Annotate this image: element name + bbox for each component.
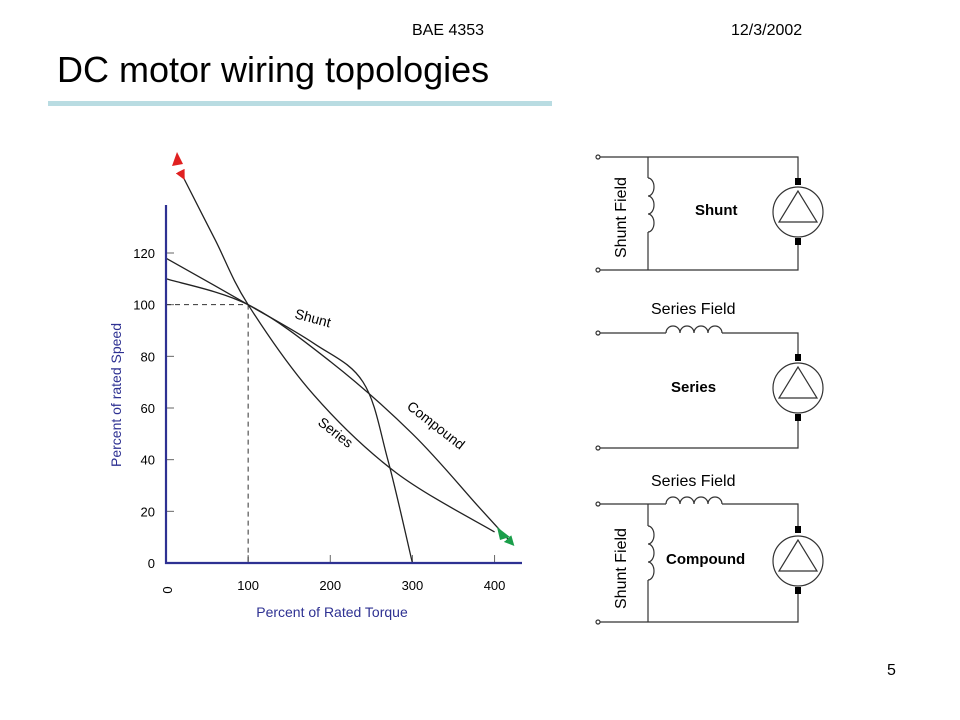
motor-armature-icon [772,178,824,245]
y-axis-label: Percent of rated Speed [108,323,124,467]
wire [600,592,799,623]
rated-point-reference [166,304,249,563]
compound-motor-label: Compound [666,551,745,568]
torque-speed-chart: 0 100 200 300 400 0 20 40 60 80 100 120 Percent of… [108,152,522,620]
x-tick-labels: 0 100 200 300 400 [160,578,505,594]
slide-date: 12/3/2002 [731,22,803,39]
motor-armature-icon [772,526,824,594]
x-tick-label: 0 [160,586,175,593]
slide-title: DC motor wiring topologies [57,49,490,90]
wire [600,332,799,358]
shunt-field-coil [647,177,655,233]
x-tick-label: 300 [402,578,424,593]
x-tick-label: 100 [237,578,259,593]
chart-curves [165,152,515,564]
x-axis-label: Percent of Rated Torque [256,604,408,620]
shunt-curve-label: Shunt [293,305,333,330]
terminal [595,445,601,451]
compound-series-field-label: Series Field [651,473,735,490]
compound-curve [165,278,515,546]
shunt-motor-label: Shunt [695,202,738,219]
wire [600,156,799,183]
y-tick-label: 40 [141,453,155,468]
series-diagram [595,325,824,451]
chart-ticks [166,252,496,563]
shunt-field-label: Shunt Field [613,177,630,258]
chart-axes [164,205,522,565]
terminal [595,501,601,507]
y-tick-label: 100 [133,298,155,313]
terminal [595,267,601,273]
x-tick-label: 400 [484,578,506,593]
series-motor-label: Series [671,379,716,396]
series-arrowhead [172,152,183,166]
compound-curve-label: Compound [404,398,468,453]
compound-diagram [595,496,824,625]
terminal [595,330,601,336]
compound-shunt-field-label: Shunt Field [613,528,630,609]
shunt-diagram [595,154,824,273]
series-curve [175,168,495,533]
y-tick-label: 120 [133,246,155,261]
series-field-coil [665,496,723,505]
motor-armature-icon [772,354,824,421]
shunt-field-coil [647,525,655,581]
wire [600,503,799,530]
series-field-label: Series Field [651,301,735,318]
y-tick-label: 20 [141,504,155,519]
y-tick-labels: 0 20 40 60 80 100 120 [133,246,155,571]
y-tick-label: 80 [141,349,155,364]
compound-arrowhead [497,527,510,540]
wire [600,242,799,271]
terminal [595,619,601,625]
y-tick-label: 60 [141,401,155,416]
wire [600,418,799,449]
terminal [595,154,601,160]
page-number: 5 [887,662,896,679]
x-tick-label: 200 [319,578,341,593]
series-field-coil [665,325,723,334]
title-underline [48,101,552,106]
shunt-curve [165,257,414,564]
y-tick-label: 0 [148,556,155,571]
course-code: BAE 4353 [412,22,485,39]
